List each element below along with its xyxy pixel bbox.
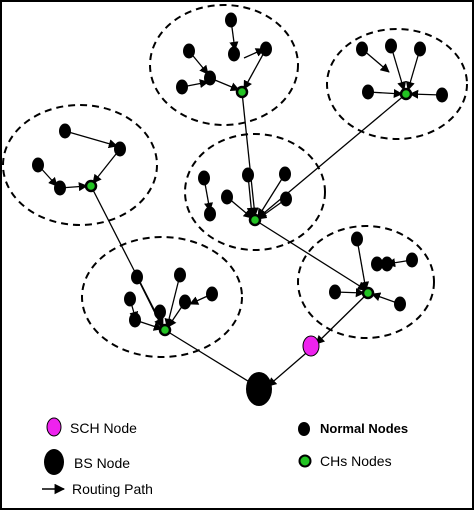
edges-layer	[37, 19, 443, 387]
edge-bottom-right-0	[356, 238, 370, 291]
normal-node-bottom-right-2	[406, 252, 418, 268]
normal-node-center-5	[280, 191, 292, 207]
normal-node-bottom-right-0	[351, 231, 363, 247]
legend-bs-icon	[44, 449, 64, 475]
normal-node-bottom-right-3	[329, 284, 341, 300]
normal-node-center-1	[279, 166, 291, 182]
clusters-layer	[2, 4, 468, 358]
normal-node-top-right-4	[436, 87, 448, 103]
normal-node-bottom-right-5	[381, 256, 393, 272]
routing-path-4	[315, 292, 369, 345]
legend-normal-label: Normal Nodes	[320, 421, 408, 436]
ch-node-bottom-right	[361, 286, 375, 300]
normal-node-bottom-left-4	[124, 291, 136, 307]
legend-bs-label: BS Node	[74, 455, 130, 471]
ch-node-bottom-left	[158, 323, 172, 337]
normal-node-top-center-5	[204, 70, 216, 86]
edge-left-1	[92, 148, 121, 184]
ch-node-top-right	[399, 87, 413, 101]
edge-top-right-1	[390, 45, 407, 91]
normal-node-top-center-4	[176, 79, 188, 95]
routing-path-5	[164, 329, 257, 387]
legend-ch-label: CHs Nodes	[320, 453, 392, 469]
edge-left-0	[64, 130, 118, 149]
normal-node-bottom-left-1	[174, 267, 186, 283]
ch-node-top-center	[235, 85, 249, 99]
normal-node-top-center-3	[260, 41, 272, 57]
normal-node-bottom-left-2	[206, 286, 218, 302]
normal-node-top-center-0	[225, 12, 237, 28]
routing-path-6	[267, 347, 313, 387]
legend-normal-icon	[298, 422, 310, 436]
normal-node-top-right-3	[362, 84, 374, 100]
legend-ch-icon	[298, 454, 312, 468]
normal-node-bottom-right-1	[371, 256, 383, 272]
ch-node-left	[84, 179, 98, 193]
normal-node-center-2	[198, 170, 210, 186]
legend-sch-label: SCH Node	[70, 420, 137, 436]
normal-node-left-2	[54, 180, 66, 196]
legend-sch-icon	[46, 417, 62, 437]
cluster-bottom-right	[297, 225, 435, 339]
normal-node-bottom-left-6	[154, 304, 166, 320]
normal-node-top-right-2	[414, 41, 426, 57]
sch-node	[302, 335, 320, 357]
normal-node-center-0	[242, 167, 254, 183]
legend: SCH Node BS Node Routing Path Normal Nod…	[42, 417, 408, 497]
nodes-layer	[32, 12, 448, 406]
cluster-left	[2, 104, 158, 226]
normal-node-left-3	[114, 141, 126, 157]
normal-node-left-1	[32, 157, 44, 173]
normal-node-bottom-right-4	[394, 296, 406, 312]
bs-node	[246, 372, 272, 406]
normal-node-center-3	[204, 206, 216, 222]
cluster-center	[184, 133, 326, 251]
normal-node-center-4	[221, 189, 233, 205]
routing-path-2	[90, 185, 164, 328]
ch-node-center	[248, 213, 262, 227]
routing-path-1	[241, 91, 259, 217]
legend-route-label: Routing Path	[72, 481, 153, 497]
normal-node-bottom-left-3	[179, 294, 191, 310]
normal-node-bottom-left-5	[129, 312, 141, 328]
cluster-top-center	[149, 4, 299, 126]
normal-node-left-0	[59, 123, 71, 139]
routing-path-3	[254, 219, 367, 291]
cluster-bottom-left	[81, 236, 243, 358]
normal-node-top-right-1	[385, 38, 397, 54]
cluster-top-right	[326, 28, 468, 140]
normal-node-top-center-1	[183, 43, 195, 59]
normal-node-top-center-2	[228, 46, 240, 62]
normal-node-top-right-0	[356, 41, 368, 57]
normal-node-bottom-left-0	[131, 269, 143, 285]
